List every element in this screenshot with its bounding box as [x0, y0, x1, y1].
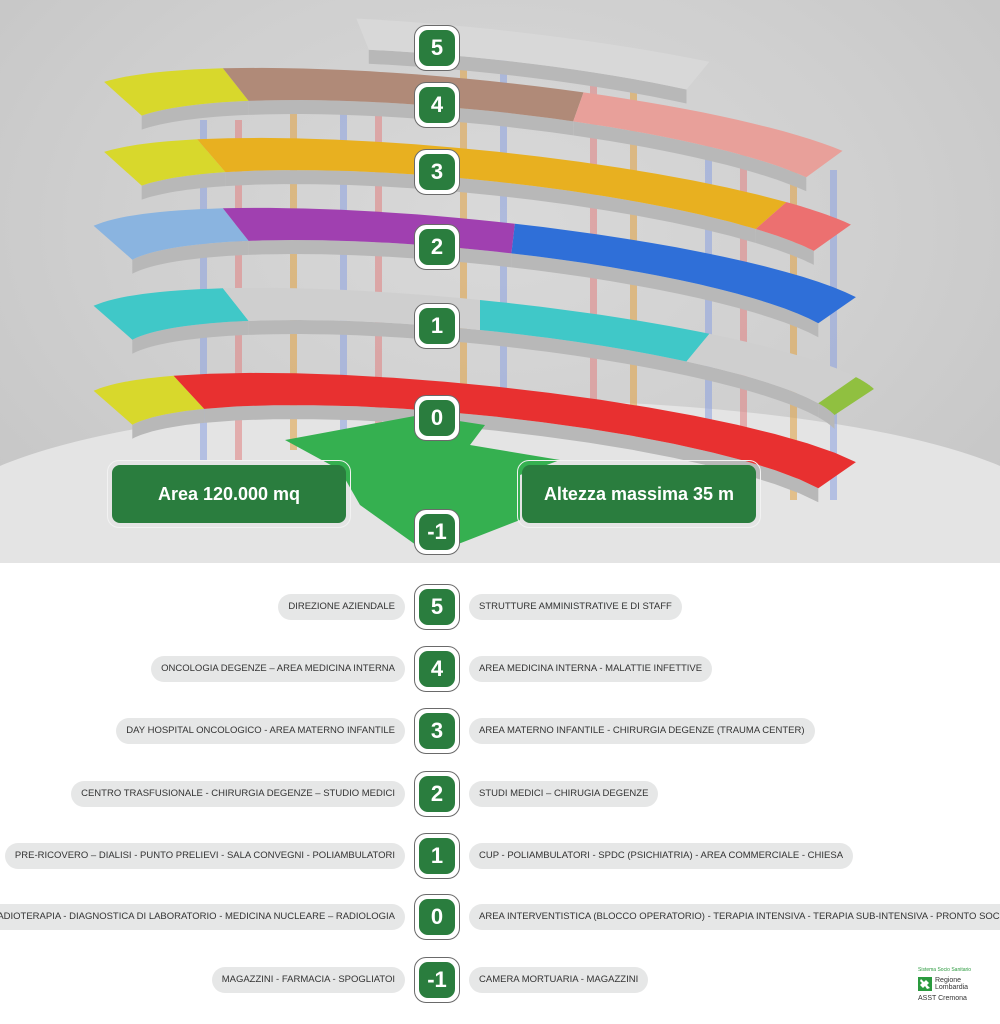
legend-right-pill: CUP - POLIAMBULATORI - SPDC (PSICHIATRIA…	[469, 843, 854, 869]
slab-edge	[573, 121, 807, 192]
floor-1-zone	[480, 300, 710, 362]
floor-number: 3	[419, 713, 455, 749]
floor-number: 4	[419, 651, 455, 687]
render-floor-badge-5: 5	[414, 25, 460, 71]
legend-floor-badge: 1	[414, 833, 460, 879]
floor-number: 5	[419, 589, 455, 625]
floor-number: 2	[419, 776, 455, 812]
column	[290, 110, 297, 450]
slab-edge	[132, 408, 205, 439]
logo-region-line1: Regione	[935, 977, 962, 984]
floor-3-zone	[755, 202, 851, 251]
slab-edge	[204, 405, 819, 503]
column	[375, 100, 382, 440]
legend-right-pill: AREA MEDICINA INTERNA - MALATTIE INFETTI…	[469, 656, 713, 682]
floor-1-zone	[818, 377, 874, 415]
slab-edge	[686, 361, 819, 418]
render-floor-badge-2: 2	[414, 224, 460, 270]
floor-0-zone	[93, 375, 205, 425]
slab-edge	[132, 320, 249, 354]
slab-edge	[248, 100, 574, 136]
render-floor-badge-3: 3	[414, 149, 460, 195]
floor-4-zone	[104, 68, 249, 116]
slab-edge	[141, 100, 249, 130]
legend-floor-badge: 2	[414, 771, 460, 817]
column	[740, 140, 747, 480]
building-render: 5 4 3 2 1 0 -1 Area 120.000 mq Altezza m…	[0, 0, 1000, 563]
legend-floor-badge: 4	[414, 646, 460, 692]
floor-minus1-zone	[285, 415, 560, 555]
logo-org: ASST Cremona	[918, 995, 967, 1002]
floor-number: 3	[419, 154, 455, 190]
height-label: Altezza massima 35 m	[522, 465, 756, 523]
floor-number: 0	[419, 400, 455, 436]
column	[340, 100, 347, 440]
area-stat: Area 120.000 mq	[107, 460, 351, 528]
floor-4-zone	[222, 67, 584, 122]
regione-lombardia-cross-icon	[918, 977, 932, 991]
legend-left-pill: DAY HOSPITAL ONCOLOGICO - AREA MATERNO I…	[116, 718, 405, 744]
render-floor-badge-1: 1	[414, 303, 460, 349]
floor-number: 1	[419, 308, 455, 344]
column	[830, 170, 837, 500]
logo-system-text: Sistema Socio Sanitario	[918, 967, 972, 973]
legend-left-pill: RADIOTERAPIA - DIAGNOSTICA DI LABORATORI…	[0, 904, 405, 930]
render-floor-badge-0: 0	[414, 395, 460, 441]
floor-number: 0	[419, 899, 455, 935]
floor-number: -1	[419, 962, 455, 998]
legend-left-pill: DIREZIONE AZIENDALE	[278, 594, 405, 620]
legend-floor-badge: -1	[414, 957, 460, 1003]
slab-edge	[132, 240, 249, 274]
floor-2-zone	[93, 208, 249, 260]
floor-1-zone	[686, 333, 856, 404]
floor-number: 4	[419, 87, 455, 123]
floor-number: 1	[419, 838, 455, 874]
floor-number: -1	[419, 514, 455, 550]
legend-right-pill: AREA MATERNO INFANTILE - CHIRURGIA DEGEN…	[469, 718, 815, 744]
area-label: Area 120.000 mq	[112, 465, 346, 523]
floor-2-zone	[511, 223, 856, 324]
render-floor-badge-4: 4	[414, 82, 460, 128]
legend-floor-badge: 3	[414, 708, 460, 754]
legend-left-pill: ONCOLOGIA DEGENZE – AREA MEDICINA INTERN…	[151, 656, 405, 682]
legend-floor-badge: 5	[414, 584, 460, 630]
legend-right-pill: AREA INTERVENTISTICA (BLOCCO OPERATORIO)…	[469, 904, 1000, 930]
legend-right-pill: STRUTTURE AMMINISTRATIVE E DI STAFF	[469, 594, 682, 620]
slab-edge	[225, 170, 756, 243]
column	[790, 160, 797, 500]
legend-left-pill: PRE-RICOVERO – DIALISI - PUNTO PRELIEVI …	[4, 843, 405, 869]
legend-left-pill: CENTRO TRASFUSIONALE - CHIRURGIA DEGENZE…	[71, 781, 405, 807]
logo-region-line2: Lombardia	[935, 984, 969, 991]
legend-left-pill: MAGAZZINI - FARMACIA - SPOGLIATOI	[211, 967, 405, 993]
slab-edge	[480, 330, 687, 376]
render-floor-badge-minus1: -1	[414, 509, 460, 555]
legend-right-pill: CAMERA MORTUARIA - MAGAZZINI	[469, 967, 649, 993]
slab-edge	[141, 172, 226, 200]
slab-edge	[818, 403, 835, 429]
floor-3-zone	[104, 139, 226, 186]
floor-3-zone	[197, 137, 787, 229]
floor-4-zone	[573, 92, 843, 178]
legend-right-pill: STUDI MEDICI – CHIRUGIA DEGENZE	[469, 781, 659, 807]
slab-edge	[511, 253, 819, 338]
floor-1-zone	[93, 288, 249, 340]
floor-number: 2	[419, 229, 455, 265]
floor-number: 5	[419, 30, 455, 66]
slab-edge	[755, 229, 814, 265]
height-stat: Altezza massima 35 m	[517, 460, 761, 528]
legend-floor-badge: 0	[414, 894, 460, 940]
floor-0-zone	[173, 372, 856, 489]
